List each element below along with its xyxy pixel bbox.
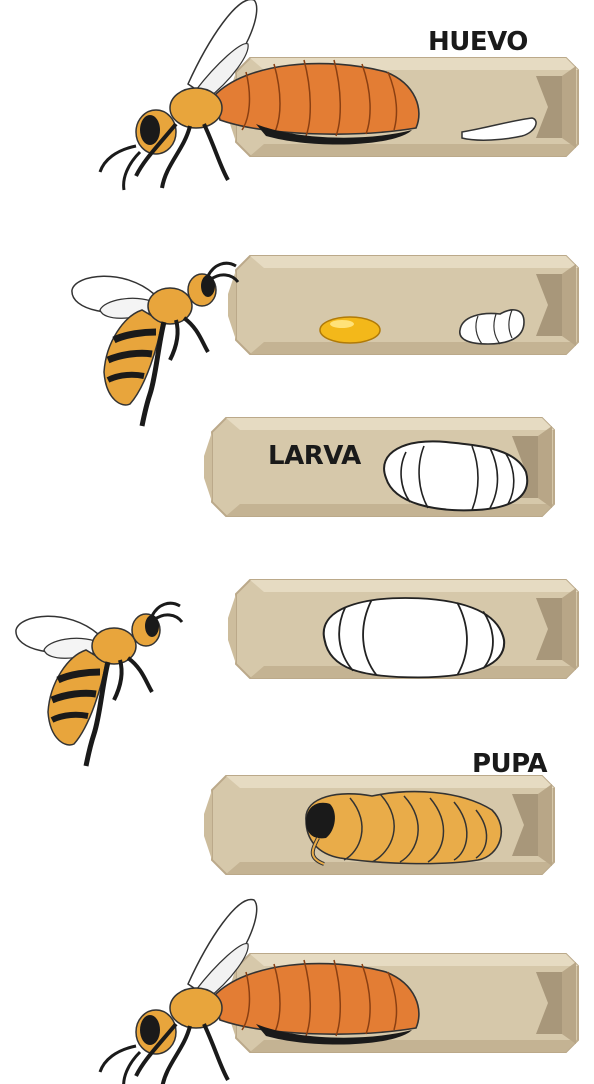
stage-capping bbox=[16, 580, 578, 766]
brood-cell bbox=[228, 256, 578, 354]
worker-bee bbox=[72, 263, 238, 426]
label-pupa: PUPA bbox=[472, 749, 547, 779]
queen-bee bbox=[100, 899, 419, 1084]
stage-pupa: PUPA bbox=[204, 749, 554, 874]
label-huevo: HUEVO bbox=[428, 27, 528, 57]
pupa bbox=[306, 792, 501, 864]
stage-egg: HUEVO bbox=[100, 0, 578, 190]
worker-bee bbox=[16, 603, 182, 766]
stage-feeding bbox=[72, 256, 578, 426]
label-larva: LARVA bbox=[268, 441, 361, 471]
stage-larva: LARVA bbox=[204, 418, 554, 516]
queen-bee bbox=[100, 0, 419, 190]
larva bbox=[324, 598, 504, 677]
nectar-drop bbox=[320, 317, 380, 343]
stage-adult bbox=[100, 899, 578, 1084]
